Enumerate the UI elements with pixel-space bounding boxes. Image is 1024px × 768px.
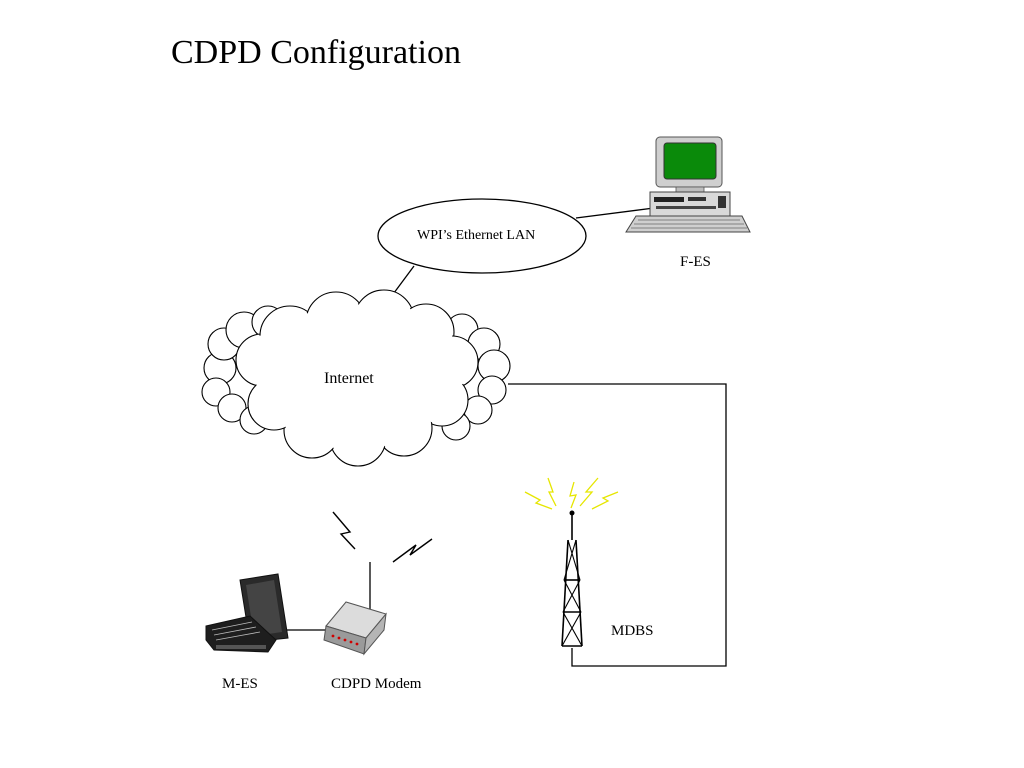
modem-label: CDPD Modem <box>331 676 422 692</box>
modem-icon <box>323 562 387 656</box>
fes-label: F-ES <box>680 254 711 270</box>
wireless-signal-icon <box>332 511 433 563</box>
desktop-computer-icon <box>625 136 751 233</box>
link-internet-to-mdbs <box>508 383 727 667</box>
lan-ellipse <box>377 198 587 274</box>
cloud-icon <box>201 289 511 467</box>
lan-label: WPI’s Ethernet LAN <box>417 228 536 243</box>
link-lan-to-fes <box>575 207 655 219</box>
internet-label: Internet <box>324 370 374 387</box>
mdbs-label: MDBS <box>611 623 654 639</box>
radio-tower-icon <box>524 477 619 647</box>
mes-label: M-ES <box>222 676 258 692</box>
page-title: CDPD Configuration <box>171 34 461 71</box>
laptop-icon <box>205 573 289 653</box>
